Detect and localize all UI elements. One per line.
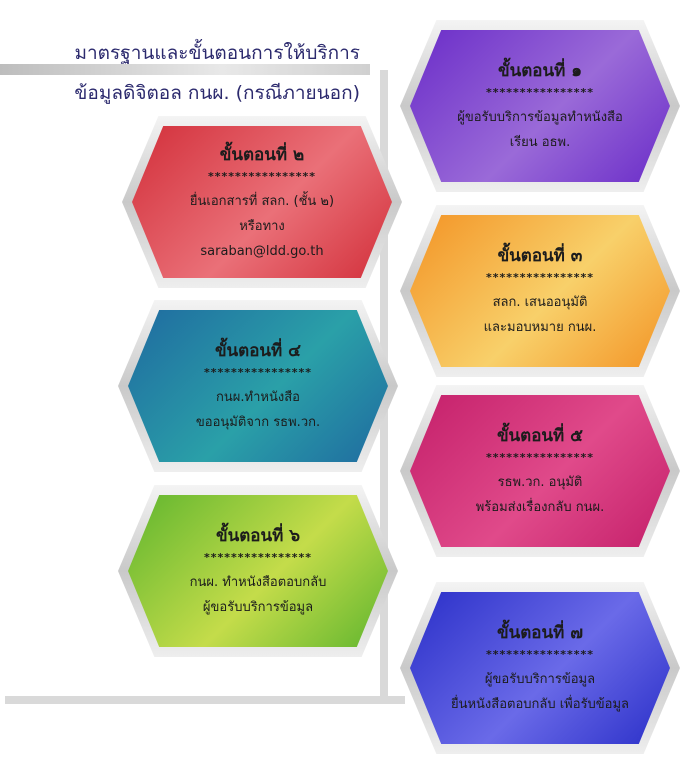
step-description: ยื่นหนังสือตอบกลับ เพื่อรับข้อมูล	[450, 697, 630, 712]
title-line-2: ข้อมูลดิจิตอล กนผ. (กรณีภายนอก)	[74, 82, 360, 104]
step-4-panel: ขั้นตอนที่ ๔ **************** กนผ.ทำหนังสื…	[128, 310, 388, 462]
step-5-panel: ขั้นตอนที่ ๕ **************** รธพ.วก. อนุม…	[410, 395, 670, 547]
step-description: พร้อมส่งเรื่องกลับ กนผ.	[475, 500, 605, 515]
step-3-hexagon: ขั้นตอนที่ ๓ **************** สลก. เสนออนุ…	[400, 205, 680, 377]
step-heading: ขั้นตอนที่ ๔	[214, 341, 302, 361]
step-3-panel: ขั้นตอนที่ ๓ **************** สลก. เสนออนุ…	[410, 215, 670, 367]
step-description: รธพ.วก. อนุมัติ	[497, 475, 583, 490]
step-1-hexagon: ขั้นตอนที่ ๑ **************** ผู้ขอรับบริก…	[400, 20, 680, 192]
step-divider: ****************	[485, 451, 595, 464]
step-1-panel: ขั้นตอนที่ ๑ **************** ผู้ขอรับบริก…	[410, 30, 670, 182]
step-divider: ****************	[485, 271, 595, 284]
step-description: และมอบหมาย กนผ.	[483, 320, 597, 335]
step-description: ผู้ขอรับบริการข้อมูล	[202, 600, 314, 615]
step-description: สลก. เสนออนุมัติ	[492, 295, 588, 310]
step-divider: ****************	[485, 648, 595, 661]
step-6-hexagon: ขั้นตอนที่ ๖ **************** กนผ. ทำหนังส…	[118, 485, 398, 657]
step-2-hexagon: ขั้นตอนที่ ๒ **************** ยื่นเอกสารที…	[122, 116, 402, 288]
step-description: ยื่นเอกสารที่ สลก. (ชั้น ๒)	[189, 193, 335, 209]
connector-line	[5, 696, 405, 704]
step-heading: ขั้นตอนที่ ๕	[496, 426, 584, 446]
step-heading: ขั้นตอนที่ ๖	[215, 526, 301, 546]
step-description: ผู้ขอรับบริการข้อมูล	[484, 672, 596, 687]
step-4-hexagon: ขั้นตอนที่ ๔ **************** กนผ.ทำหนังสื…	[118, 300, 398, 472]
step-heading: ขั้นตอนที่ ๓	[497, 246, 583, 266]
step-description: กนผ. ทำหนังสือตอบกลับ	[189, 575, 327, 590]
step-6-panel: ขั้นตอนที่ ๖ **************** กนผ. ทำหนังส…	[128, 495, 388, 647]
step-2-panel: ขั้นตอนที่ ๒ **************** ยื่นเอกสารที…	[132, 126, 392, 278]
step-description: กนผ.ทำหนังสือ	[216, 390, 300, 405]
step-heading: ขั้นตอนที่ ๒	[219, 144, 305, 165]
step-divider: ****************	[203, 551, 313, 564]
title-bar	[0, 64, 370, 75]
step-divider: ****************	[485, 86, 595, 99]
step-description: saraban@ldd.go.th	[200, 243, 324, 259]
step-heading: ขั้นตอนที่ ๗	[496, 623, 584, 643]
step-divider: ****************	[207, 169, 317, 183]
step-divider: ****************	[203, 366, 313, 379]
step-description: เรียน อธพ.	[509, 135, 571, 150]
step-description: ผู้ขอรับบริการข้อมูลทำหนังสือ	[457, 110, 623, 125]
step-description: หรือทาง	[239, 218, 285, 234]
step-7-panel: ขั้นตอนที่ ๗ **************** ผู้ขอรับบริก…	[410, 592, 670, 744]
step-7-hexagon: ขั้นตอนที่ ๗ **************** ผู้ขอรับบริก…	[400, 582, 680, 754]
step-description: ขออนุมัติจาก รธพ.วก.	[195, 415, 321, 430]
title-line-1: มาตรฐานและขั้นตอนการให้บริการ	[74, 42, 360, 64]
step-5-hexagon: ขั้นตอนที่ ๕ **************** รธพ.วก. อนุม…	[400, 385, 680, 557]
step-heading: ขั้นตอนที่ ๑	[497, 61, 583, 81]
